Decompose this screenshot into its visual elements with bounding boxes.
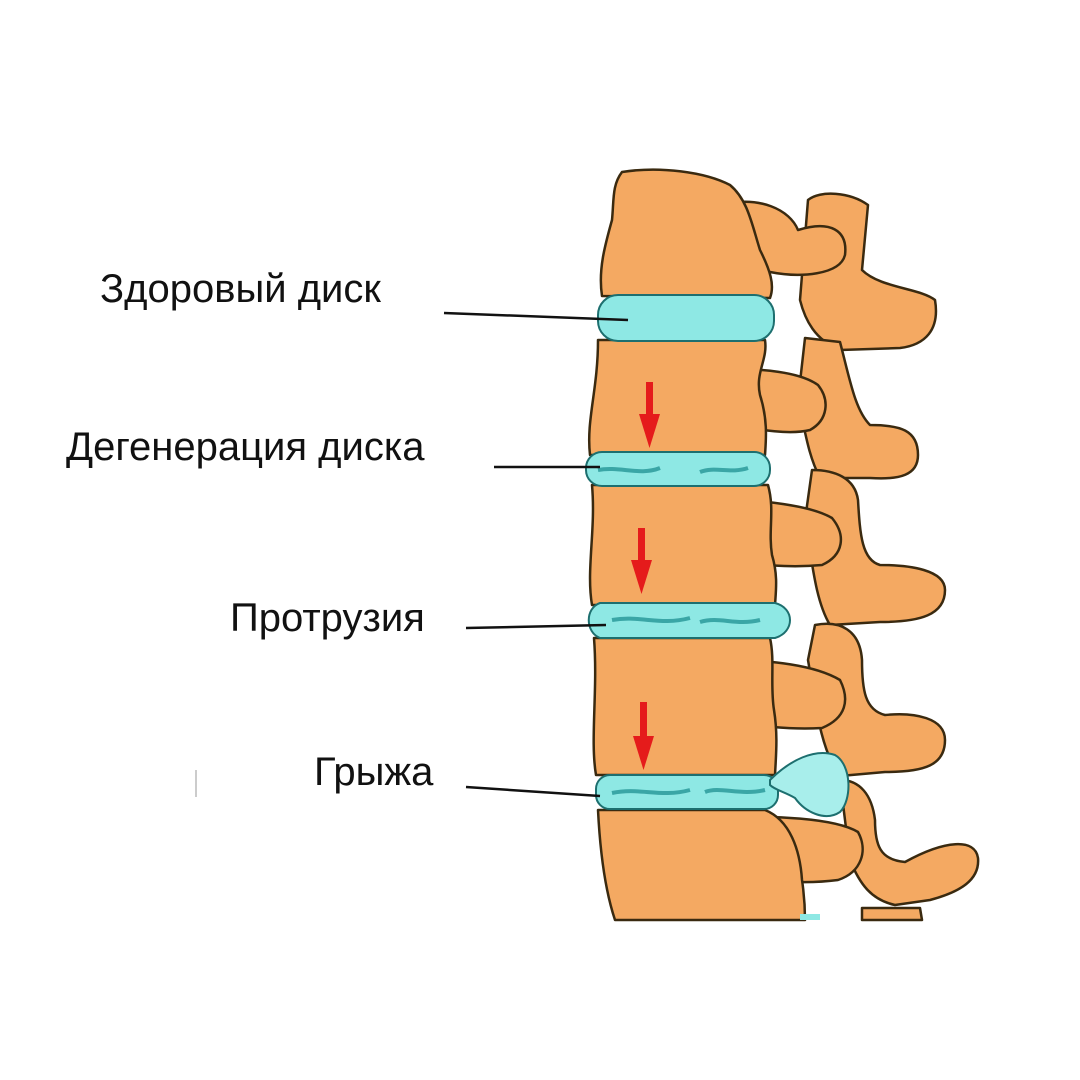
label-disc-degeneration: Дегенерация диска: [66, 425, 425, 469]
disc-crack-3: [611, 616, 691, 624]
disc-bottom-partial: [800, 914, 820, 920]
disc-herniation-bulge: [769, 752, 850, 817]
leader-lines: [443, 311, 629, 798]
vertebra-3: [588, 483, 778, 607]
leader-hernia: [465, 785, 601, 798]
leader-protrusion: [465, 623, 607, 630]
vertebra-5: [596, 808, 807, 922]
discs: [585, 294, 850, 817]
down-arrow-icon: [633, 702, 654, 770]
disc-crack-6: [704, 788, 766, 794]
disc-protrusion: [587, 602, 791, 639]
leader-healthy: [443, 311, 629, 322]
label-hernia: Грыжа: [314, 750, 434, 794]
label-healthy-disc: Здоровый диск: [100, 267, 381, 311]
vertebra-1: [599, 168, 774, 300]
spinous-process-2: [796, 336, 920, 480]
disc-crack-1: [597, 466, 661, 474]
disc-crack-4: [699, 618, 761, 624]
vertebra-4: [592, 636, 778, 777]
disc-healthy: [597, 294, 775, 342]
disc-crack-2: [699, 466, 749, 474]
down-arrow-icon: [639, 382, 660, 448]
spinous-process-5: [838, 778, 980, 907]
disc-crack-5: [611, 788, 691, 796]
compression-arrows: [631, 382, 660, 770]
spinous-process-3: [803, 468, 947, 627]
spinous-process-6: [860, 906, 924, 922]
spinous-processes: [796, 192, 980, 922]
vertebra-2: [587, 338, 768, 457]
spinous-process-4: [806, 622, 947, 778]
label-protrusion: Протрузия: [230, 596, 425, 640]
disc-degeneration: [585, 451, 771, 487]
down-arrow-icon: [631, 528, 652, 594]
